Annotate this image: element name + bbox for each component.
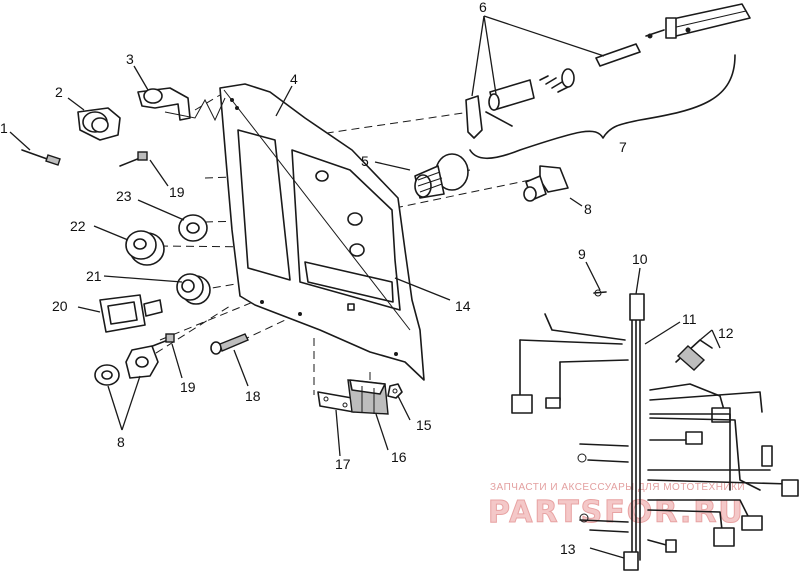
callout-10: 10	[632, 251, 648, 267]
dash-panel	[219, 83, 425, 381]
watermark: ЗАПЧАСТИ И АКСЕССУАРЫ ДЛЯ МОТОТЕХНИКИ PA…	[488, 482, 745, 531]
part-15-nut	[387, 383, 403, 399]
callout-labels: 1 2 3 4 5 6 7 8 8 9 10 11 12 13 14 15 16…	[0, 0, 734, 557]
part-5-power-socket	[414, 153, 469, 199]
wiring-harness	[511, 289, 799, 571]
callout-15: 15	[416, 417, 432, 433]
part-19-screw-upper	[119, 151, 148, 167]
callout-1: 1	[0, 120, 8, 136]
callout-4: 4	[290, 71, 298, 87]
callout-12: 12	[718, 325, 734, 341]
part-21-ring-nut	[176, 273, 211, 305]
callout-5: 5	[361, 153, 369, 169]
callout-18: 18	[245, 388, 261, 404]
part-16-relay-block	[347, 379, 389, 415]
callout-11: 11	[682, 311, 697, 327]
callout-14: 14	[455, 298, 471, 314]
part-7-cable-housing	[469, 3, 751, 160]
part-19-screw-lower	[149, 333, 175, 348]
watermark-caption: ЗАПЧАСТИ И АКСЕССУАРЫ ДЛЯ МОТОТЕХНИКИ	[490, 482, 745, 493]
callout-21: 21	[86, 268, 102, 284]
callout-8-nut: 8	[117, 434, 125, 450]
callout-13: 13	[560, 541, 576, 557]
callout-17: 17	[335, 456, 351, 472]
callout-19-upper: 19	[169, 184, 185, 200]
part-22-knurled-nut	[125, 230, 165, 266]
leader-lines	[9, 15, 721, 559]
callout-20: 20	[52, 298, 68, 314]
callout-16: 16	[391, 449, 407, 465]
part-1-wire-terminal	[21, 149, 61, 166]
part-18-bolt	[210, 333, 249, 355]
part-8-nut-washer	[94, 345, 159, 386]
callout-7: 7	[619, 139, 627, 155]
callout-6: 6	[479, 0, 487, 15]
part-6-throttle-cable	[465, 43, 641, 139]
callout-9: 9	[578, 246, 586, 262]
callout-19-lower: 19	[180, 379, 196, 395]
part-8-toggle-switch	[523, 165, 569, 202]
callout-22: 22	[70, 218, 86, 234]
callout-23: 23	[116, 188, 132, 204]
part-3-bracket	[137, 87, 226, 122]
callout-3: 3	[126, 51, 134, 67]
part-17-mount-plate	[317, 391, 355, 413]
part-23-washer	[178, 214, 208, 242]
part-2-grommet	[77, 107, 121, 141]
callout-8-toggle: 8	[584, 201, 592, 217]
callout-2: 2	[55, 84, 63, 100]
part-20-ignition-key	[99, 294, 163, 333]
